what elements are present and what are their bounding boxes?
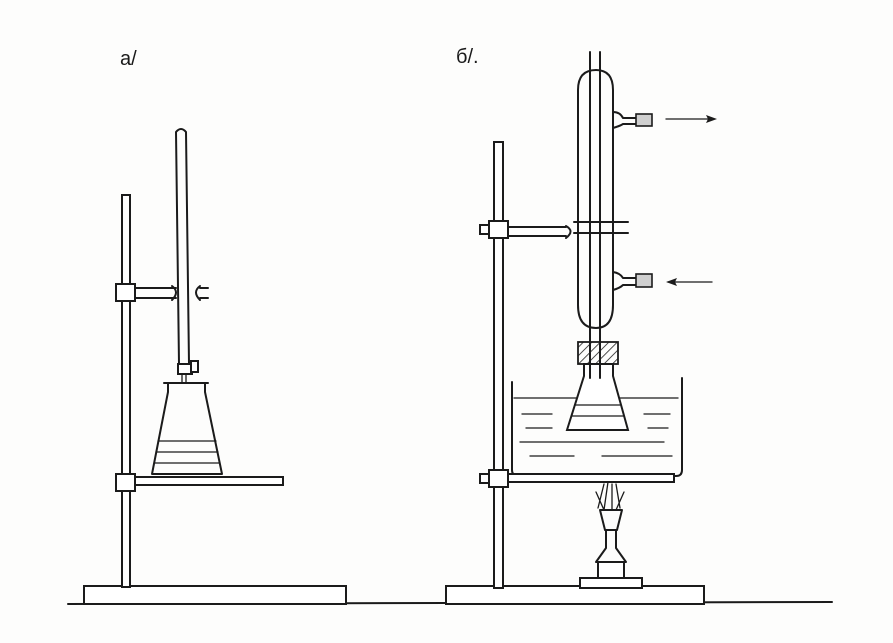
water-inlet-tube xyxy=(612,271,639,291)
clamp-screw-upper-b xyxy=(479,224,490,235)
condenser-inner-tube xyxy=(589,51,601,379)
flask-a xyxy=(151,382,223,475)
condenser-clamp-ring xyxy=(573,221,629,234)
liquid-lines-b xyxy=(571,404,625,417)
setup-a-label: а/ xyxy=(120,48,137,70)
water-outlet-hose xyxy=(635,113,653,127)
liquid-lines-a xyxy=(154,440,220,464)
flask-neck-tube-a xyxy=(181,373,187,384)
flask-b xyxy=(565,363,630,431)
burner-head xyxy=(599,509,623,531)
clamp-boss-lower-b xyxy=(488,469,509,488)
clamp-arm-a xyxy=(134,287,177,299)
setup-b-label: б/. xyxy=(456,46,479,68)
burner-tube xyxy=(595,529,627,563)
clamp-jaws-a xyxy=(171,285,209,301)
stand-base-a xyxy=(83,585,347,605)
clamp-boss-upper-a xyxy=(115,283,136,302)
setup-a xyxy=(83,128,347,605)
water-lines xyxy=(519,413,673,457)
clamp-arm-b xyxy=(507,225,572,239)
shelf-a xyxy=(134,476,284,486)
stand-base-b xyxy=(445,585,705,605)
clamp-boss-upper-b xyxy=(488,220,509,239)
burner-foot xyxy=(597,561,625,579)
burner-flame-icon xyxy=(595,481,625,511)
inlet-arrow-icon xyxy=(666,278,713,286)
stand-rod-b xyxy=(493,141,504,589)
stopper-a xyxy=(177,363,193,375)
cork-stopper-b xyxy=(577,341,619,365)
stand-rod-a xyxy=(121,194,131,588)
water-inlet-hose xyxy=(635,273,653,288)
setup-b xyxy=(445,51,717,605)
clamp-boss-lower-a xyxy=(115,473,136,492)
clamp-screw-lower-b xyxy=(479,473,490,484)
burner-base xyxy=(579,577,643,589)
water-outlet-tube xyxy=(612,111,639,129)
long-tube-a xyxy=(175,128,190,365)
shelf-b xyxy=(507,473,675,483)
screw-knob-a xyxy=(190,360,199,373)
tube-through-stopper xyxy=(589,363,601,379)
condenser-jacket xyxy=(577,69,614,329)
outlet-arrow-icon xyxy=(665,115,717,123)
